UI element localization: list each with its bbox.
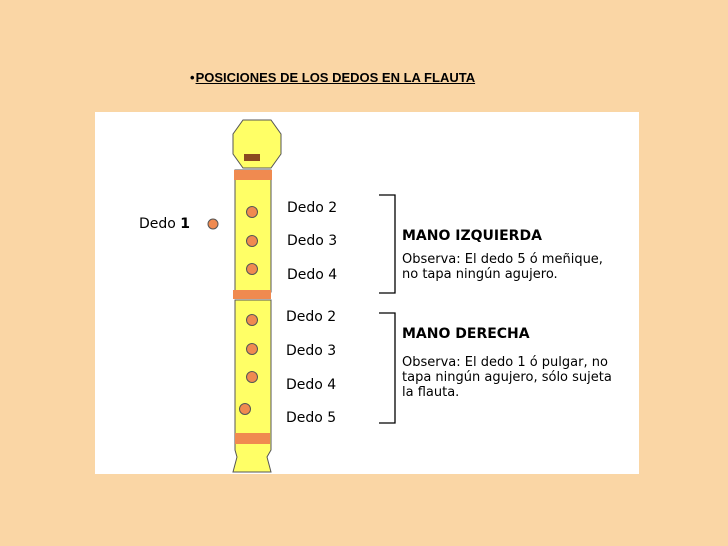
hole-right-4 — [246, 371, 258, 383]
right-hand-bracket — [379, 312, 396, 424]
left-hand-title: MANO IZQUIERDA — [402, 228, 542, 244]
hole-left-2 — [246, 206, 258, 218]
thumb-label-text: Dedo — [139, 216, 181, 232]
page-title: •POSICIONES DE LOS DEDOS EN LA FLAUTA — [190, 70, 475, 85]
right-finger-3-label: Dedo 3 — [286, 343, 337, 359]
hole-right-3 — [246, 343, 258, 355]
thumb-hole — [207, 218, 219, 230]
mouthpiece-window — [244, 154, 260, 161]
hole-left-3 — [246, 235, 258, 247]
left-finger-4-label: Dedo 4 — [287, 267, 338, 283]
flute-band-middle — [233, 290, 271, 299]
left-hand-bracket — [379, 194, 396, 294]
flute-lower-body — [232, 299, 272, 473]
left-hand-note-line-2: no tapa ningún agujero. — [402, 267, 558, 282]
right-hand-note: Observa: El dedo 1 ó pulgar, no tapa nin… — [402, 355, 612, 400]
thumb-label-number: 1 — [180, 216, 191, 232]
left-finger-3-label: Dedo 3 — [287, 233, 338, 249]
flute-diagram-panel: Dedo 1 Dedo 2 Dedo 3 Dedo 4 Dedo 2 Dedo … — [95, 112, 639, 474]
right-finger-2-label: Dedo 2 — [286, 309, 337, 325]
right-finger-5-label: Dedo 5 — [286, 410, 337, 426]
hole-right-5 — [239, 403, 251, 415]
flute-band-top — [234, 170, 272, 180]
hole-left-4 — [246, 263, 258, 275]
right-finger-4-label: Dedo 4 — [286, 377, 337, 393]
title-text: POSICIONES DE LOS DEDOS EN LA FLAUTA — [195, 70, 476, 85]
right-hand-note-line-1: Observa: El dedo 1 ó pulgar, no — [402, 355, 608, 370]
right-hand-title: MANO DERECHA — [402, 326, 530, 342]
left-hand-note: Observa: El dedo 5 ó meñique, no tapa ni… — [402, 252, 603, 282]
hole-right-2 — [246, 314, 258, 326]
flute-diagram — [207, 119, 396, 473]
flute-band-bottom — [235, 433, 270, 444]
title-bullet: • — [190, 70, 195, 85]
thumb-label: Dedo 1 — [139, 216, 190, 232]
left-hand-note-line-1: Observa: El dedo 5 ó meñique, — [402, 252, 603, 267]
right-hand-note-line-3: la flauta. — [402, 385, 460, 400]
right-hand-note-line-2: tapa ningún agujero, sólo sujeta — [402, 370, 612, 385]
left-finger-2-label: Dedo 2 — [287, 200, 338, 216]
